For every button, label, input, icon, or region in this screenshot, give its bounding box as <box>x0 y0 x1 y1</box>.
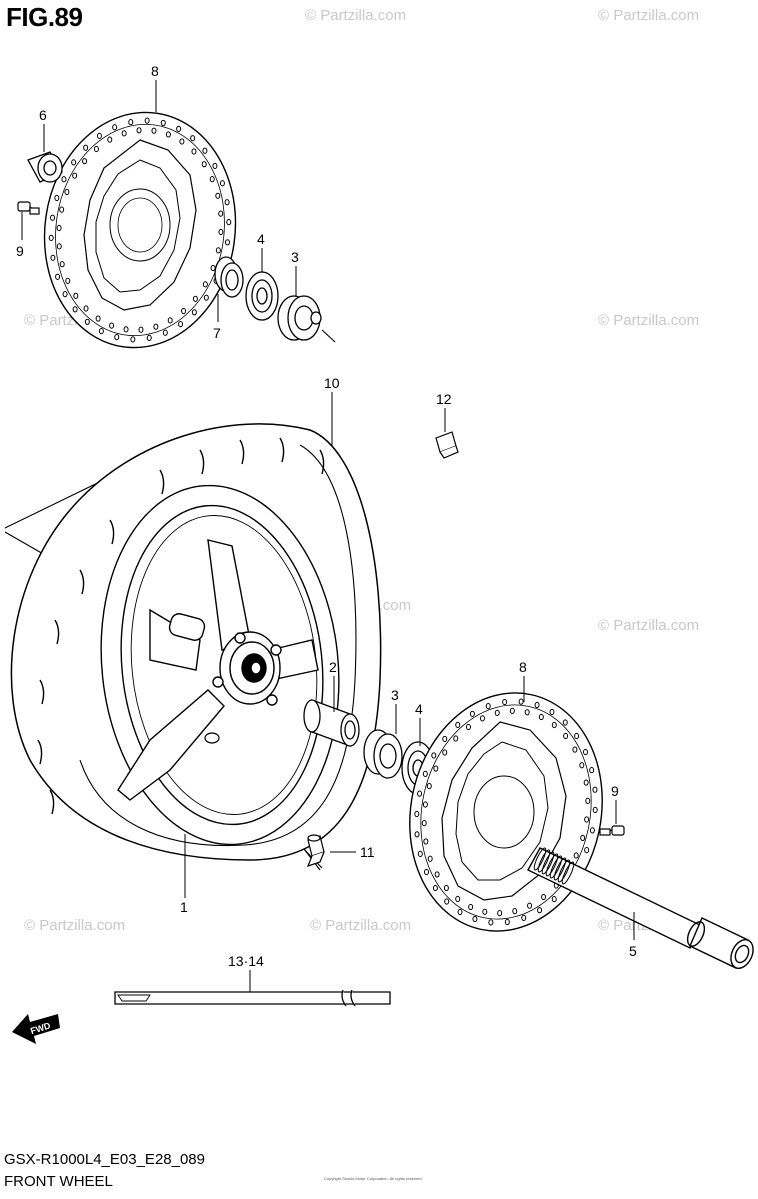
copyright-fineprint: Copyright Suzuki Motor Corporation. All … <box>324 1176 423 1181</box>
callout-1: 1 <box>180 899 188 915</box>
bolt-part-9-upper <box>17 201 40 215</box>
collar-part-6 <box>27 151 63 183</box>
rim-tape-part-13-14 <box>114 989 391 1007</box>
callout-6: 6 <box>39 107 47 123</box>
figure-title: FIG.89 <box>6 2 83 32</box>
callout-5: 5 <box>629 943 637 959</box>
callout-10: 10 <box>324 375 340 391</box>
watermark: © Partzilla.com <box>598 7 699 24</box>
bearing-part-3-lower <box>363 729 403 779</box>
bolt-part-9-lower <box>599 825 625 836</box>
balance-weight-part-12 <box>435 431 459 459</box>
callout-9: 9 <box>611 783 619 799</box>
wheel-hub <box>212 631 282 706</box>
watermark: © Partzilla.com <box>598 617 699 634</box>
spacer-part-7 <box>214 256 244 298</box>
seal-part-4-upper <box>245 271 279 321</box>
callout-2: 2 <box>329 659 337 675</box>
callout-8: 8 <box>151 63 159 79</box>
valve-part-11 <box>306 834 325 867</box>
bearing-part-3-upper <box>277 295 322 341</box>
callout-7: 7 <box>213 325 221 341</box>
part-callouts: 8 6 9 4 3 7 10 12 2 3 4 8 9 11 1 5 13·14 <box>16 63 637 969</box>
callout-4: 4 <box>415 701 423 717</box>
tire-tread <box>37 437 325 815</box>
figure-model-code: GSX-R1000L4_E03_E28_089 <box>4 1151 205 1168</box>
watermark: © Partzilla.com <box>598 312 699 329</box>
callout-13-14: 13·14 <box>228 953 264 969</box>
callout-8: 8 <box>519 659 527 675</box>
front-axle-part-5 <box>527 847 754 969</box>
callout-3: 3 <box>291 249 299 265</box>
spacer-part-2 <box>303 699 360 747</box>
watermark: © Partzilla.com <box>305 7 406 24</box>
callout-12: 12 <box>436 391 452 407</box>
watermark: © Partzilla.com <box>310 917 411 934</box>
figure-name: FRONT WHEEL <box>4 1173 113 1190</box>
fwd-arrow-icon: FWD <box>12 1014 60 1044</box>
lower-brake-disc <box>409 692 603 932</box>
callout-3: 3 <box>391 687 399 703</box>
callout-9: 9 <box>16 243 24 259</box>
valve-hole <box>204 732 220 744</box>
upper-brake-disc <box>43 111 237 349</box>
leader-lines <box>21 80 635 992</box>
callout-4: 4 <box>257 231 265 247</box>
watermark: © Partzilla.com <box>24 917 125 934</box>
callout-11: 11 <box>360 844 375 860</box>
